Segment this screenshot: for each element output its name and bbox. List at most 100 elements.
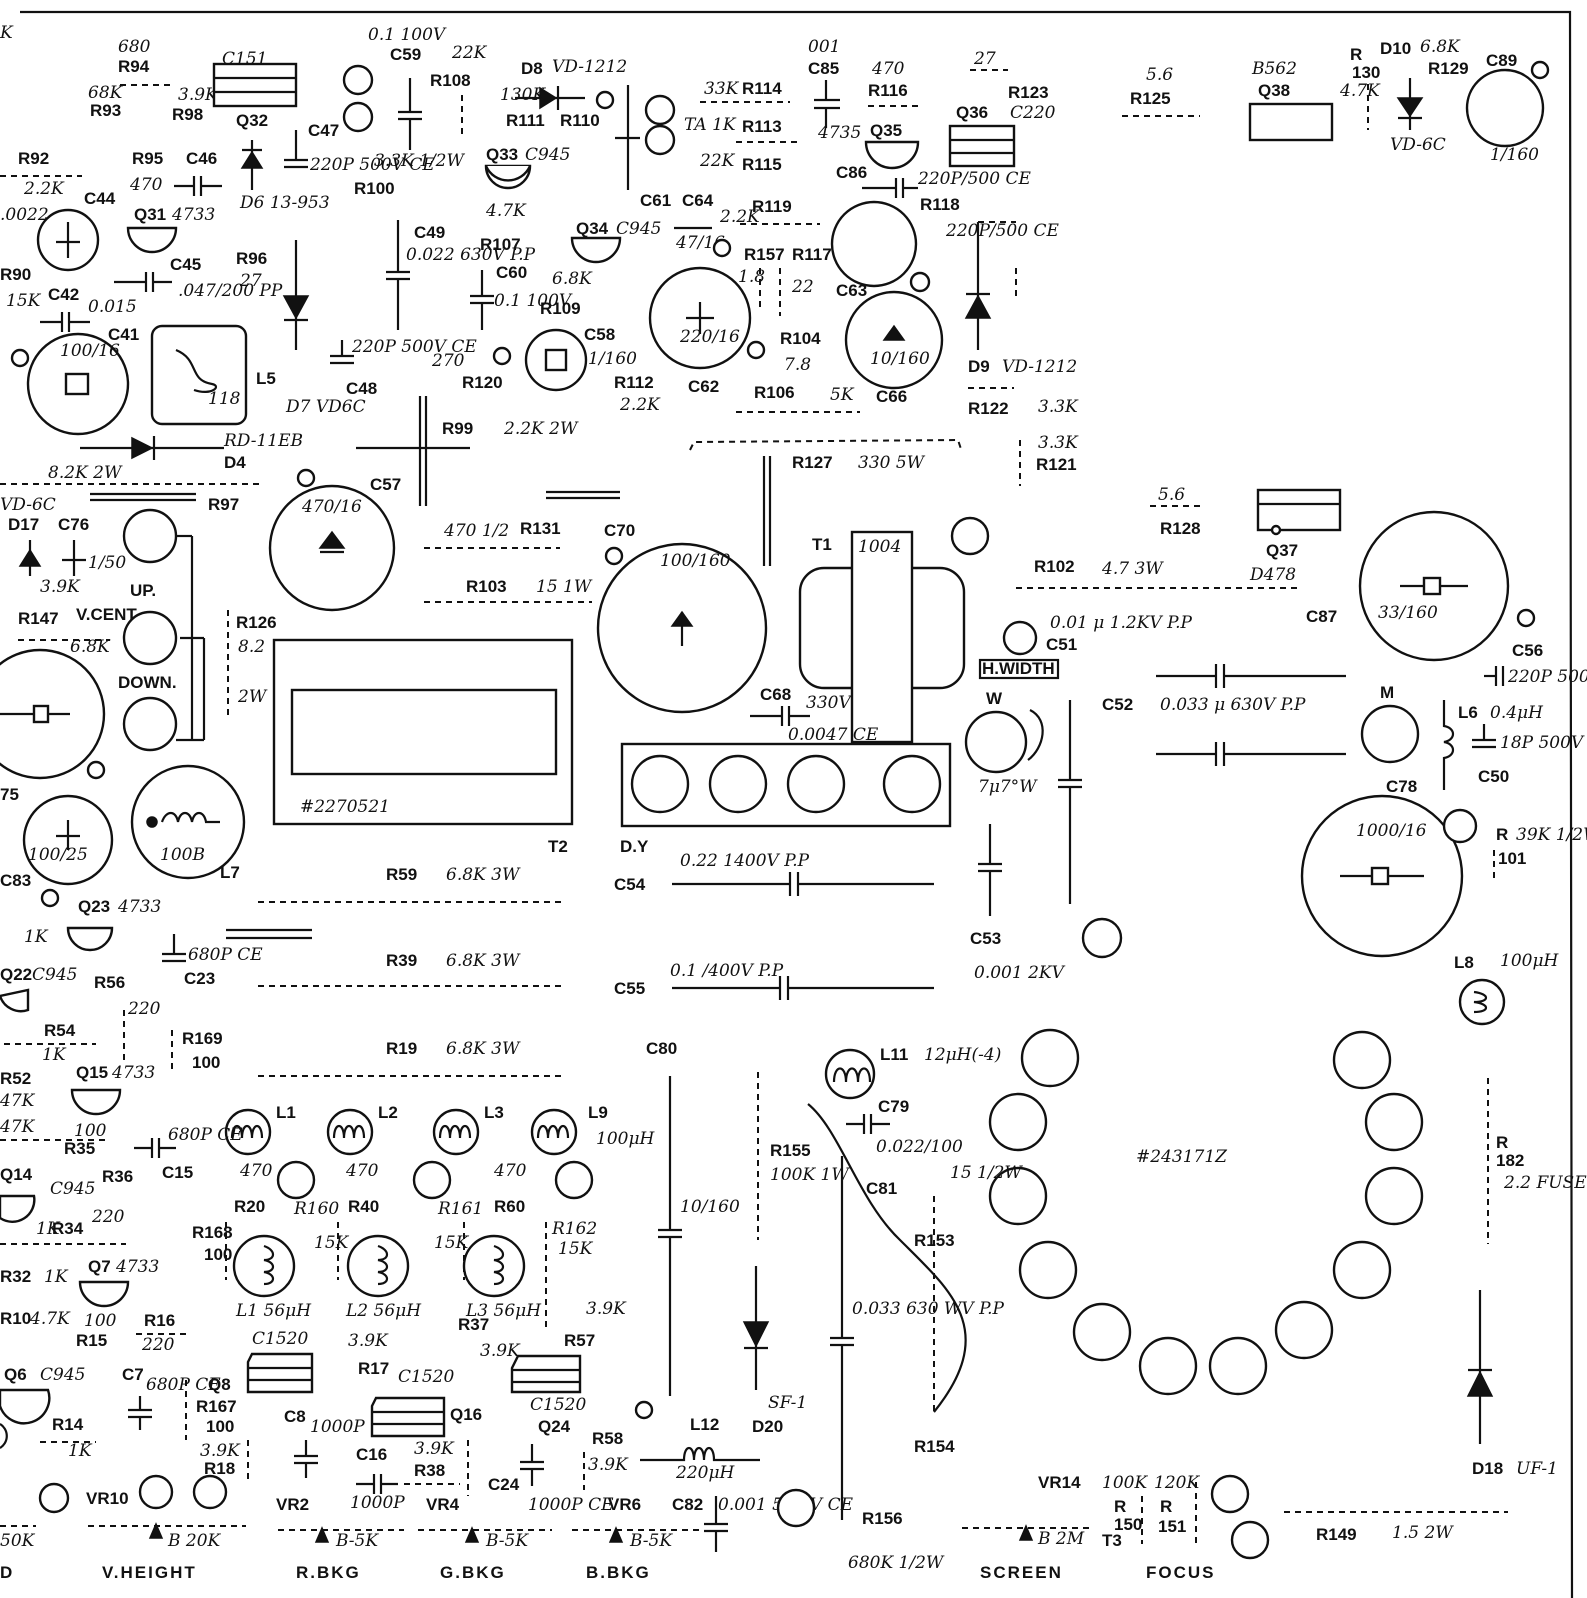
component-c78: C78 1000/16 — [1300, 777, 1478, 958]
svg-text:C50: C50 — [1478, 767, 1509, 786]
component-r35: 47K 100 R35 — [0, 1117, 108, 1158]
svg-text:B 20K: B 20K — [167, 1531, 222, 1551]
svg-text:C1520: C1520 — [398, 1367, 454, 1387]
component-l12: L12 220μH — [640, 1415, 760, 1483]
svg-text:VD-1212: VD-1212 — [552, 57, 627, 77]
component-q7: Q7 4733 — [78, 1257, 159, 1308]
component-r36: R36 220 — [91, 1167, 133, 1227]
svg-text:L12: L12 — [690, 1415, 719, 1434]
component-c24: C24 1000P CE — [467, 1440, 614, 1515]
svg-text:0.22 1400V P.P: 0.22 1400V P.P — [680, 851, 810, 871]
svg-text:151: 151 — [1158, 1517, 1186, 1536]
svg-text:6.8K: 6.8K — [1420, 37, 1461, 57]
component-r18: 3.9K R18 — [200, 1440, 249, 1480]
svg-text:3.9K: 3.9K — [480, 1341, 521, 1361]
component-q38: B562 Q38 — [1248, 59, 1334, 142]
svg-text:18P 500V CE: 18P 500V CE — [1500, 733, 1587, 753]
component-d18: D18 UF-1 — [1466, 1290, 1558, 1479]
component-q23: Q23 4733 1K — [24, 897, 161, 952]
control-b-bkg[interactable]: B-5K B.BKG — [572, 1526, 700, 1582]
component-vr14: VR14 100K 120K R 150 R 151 T3 — [1038, 1473, 1270, 1560]
component-r60: R161 R60 15K L3 56μH — [434, 1197, 542, 1321]
svg-text:100μH: 100μH — [1500, 951, 1559, 971]
svg-text:R16: R16 — [144, 1311, 175, 1330]
svg-text:FOCUS: FOCUS — [1146, 1563, 1216, 1582]
component-c1520-a: C1520 — [246, 1329, 314, 1394]
control-screen[interactable]: B 2M SCREEN — [962, 1524, 1090, 1582]
svg-text:33/160: 33/160 — [1378, 603, 1438, 623]
component-c44: C44 .0022 — [0, 189, 116, 272]
svg-text:D4: D4 — [224, 453, 246, 472]
svg-text:0.01 μ 1.2KV P.P: 0.01 μ 1.2KV P.P — [1050, 613, 1193, 633]
svg-text:W: W — [986, 689, 1003, 708]
control-v-cent[interactable]: V.CENT UP. DOWN. — [76, 581, 177, 692]
svg-text:R15: R15 — [76, 1331, 107, 1350]
svg-text:R32: R32 — [0, 1267, 31, 1286]
svg-text:3.3K: 3.3K — [1038, 397, 1079, 417]
component-l5-diode: D7 VD6C — [282, 240, 366, 417]
component-c66: 10/160 C66 — [844, 271, 944, 406]
svg-text:R106: R106 — [754, 383, 795, 402]
svg-text:330V: 330V — [806, 693, 852, 713]
component-c60: C60 0.1 100V — [470, 263, 573, 330]
svg-text:UF-1: UF-1 — [1516, 1459, 1558, 1479]
component-r103: R103 15 1W — [424, 577, 593, 603]
svg-text:D7 VD6C: D7 VD6C — [285, 397, 366, 417]
svg-text:C59: C59 — [390, 45, 421, 64]
svg-text:L5: L5 — [256, 369, 276, 388]
svg-text:R113: R113 — [742, 117, 782, 136]
component-c50: 18P 500V CE C50 — [1472, 724, 1587, 786]
svg-text:130: 130 — [1352, 63, 1380, 82]
component-r156: R156 680K 1/2W — [848, 1509, 945, 1573]
svg-text:4.7K: 4.7K — [29, 1309, 71, 1329]
component-c45: C45 .047/200 PP — [114, 255, 283, 301]
svg-text:3.9K: 3.9K — [200, 1441, 241, 1461]
svg-text:1K: 1K — [24, 927, 49, 947]
svg-text:118: 118 — [208, 389, 241, 409]
svg-text:#243171Z: #243171Z — [1136, 1147, 1228, 1167]
component-r126: R126 8.2 2W — [227, 610, 277, 720]
svg-text:R57: R57 — [564, 1331, 595, 1350]
component-pads-top — [342, 64, 374, 133]
svg-text:7.8: 7.8 — [784, 355, 811, 375]
svg-text:470: 470 — [493, 1161, 527, 1181]
svg-text:B-5K: B-5K — [629, 1531, 673, 1551]
component-r120: 270 R120 — [431, 346, 512, 392]
svg-text:R94: R94 — [118, 57, 150, 76]
svg-text:L2 56μH: L2 56μH — [345, 1301, 422, 1321]
svg-text:R59: R59 — [386, 865, 417, 884]
component-c53: C53 0.001 2KV — [970, 824, 1123, 983]
svg-text:T2: T2 — [548, 837, 568, 856]
svg-text:1K: 1K — [68, 1441, 93, 1461]
control-g-bkg[interactable]: B-5K G.BKG — [418, 1526, 552, 1582]
component-t2: #2270521 T2 — [272, 638, 574, 856]
svg-text:L3 56μH: L3 56μH — [465, 1301, 542, 1321]
component-r108: 22K R108 — [430, 43, 488, 138]
svg-text:L9: L9 — [588, 1103, 608, 1122]
svg-text:120K: 120K — [1154, 1473, 1200, 1493]
svg-text:0.1 100V: 0.1 100V — [494, 291, 573, 311]
svg-text:1K: 1K — [42, 1045, 67, 1065]
control-left-pot[interactable]: 50K D — [0, 1525, 36, 1582]
component-d17: VD-6C D17 C76 1/50 3.9K — [0, 495, 126, 597]
component-r106: R106 5K — [736, 383, 860, 413]
svg-text:101: 101 — [1498, 849, 1526, 868]
component-r54: R54 1K — [4, 1021, 96, 1065]
component-d9-lower: D9 VD-1212 R122 3.3K 220P/500 CE — [945, 221, 1079, 418]
svg-text:39K 1/2W: 39K 1/2W — [1516, 825, 1587, 845]
svg-text:4733: 4733 — [115, 1257, 159, 1277]
sheet-border — [20, 10, 1574, 1598]
svg-text:VD-6C: VD-6C — [0, 495, 56, 515]
svg-text:220: 220 — [141, 1335, 175, 1355]
svg-text:R38: R38 — [414, 1461, 445, 1480]
fragment-label: K — [0, 23, 14, 43]
control-v-height[interactable]: B 20K V.HEIGHT — [88, 1522, 246, 1582]
svg-text:1K: 1K — [36, 1219, 61, 1239]
control-h-width[interactable]: H.WIDTH — [978, 658, 1060, 680]
svg-text:4.7K: 4.7K — [485, 201, 527, 221]
svg-text:R93: R93 — [90, 101, 121, 120]
control-r-bkg[interactable]: B-5K R.BKG — [278, 1526, 404, 1582]
control-focus[interactable]: FOCUS — [1146, 1563, 1216, 1582]
svg-text:3.9K: 3.9K — [586, 1299, 627, 1319]
svg-text:D9: D9 — [968, 357, 990, 376]
